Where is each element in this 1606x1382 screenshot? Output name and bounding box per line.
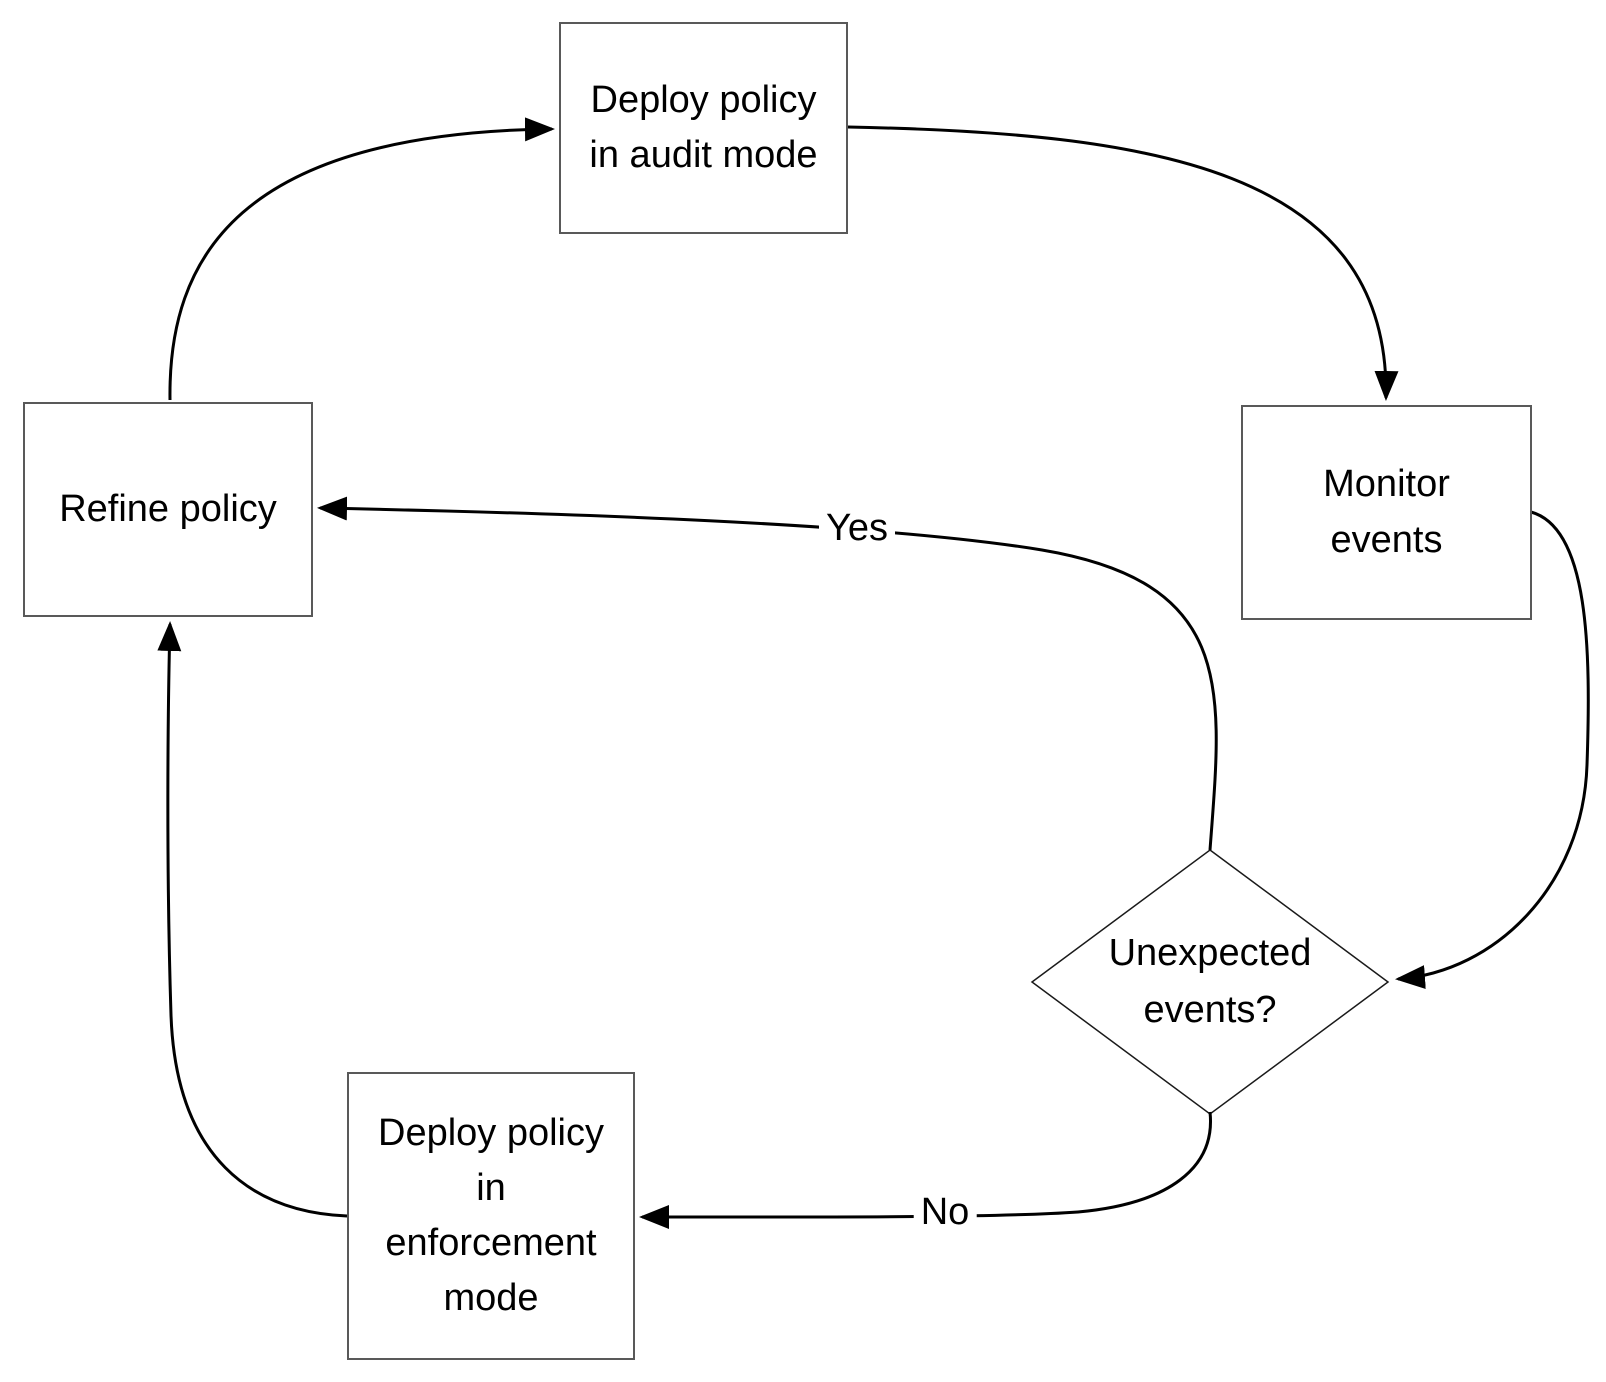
node-deploy-policy-audit-mode-label: Deploy policy in audit mode — [589, 78, 818, 176]
node-refine-policy: Refine policy — [23, 402, 313, 617]
node-deploy-policy-audit-mode: Deploy policy in audit mode — [559, 22, 848, 234]
node-monitor-events-label: Monitor events — [1323, 463, 1450, 561]
node-unexpected-events-decision: Unexpected events? — [1055, 900, 1365, 1064]
node-unexpected-events-decision-label: Unexpected events? — [1108, 932, 1312, 1031]
edge-decision-no-to-enforce-path — [639, 1111, 1212, 1230]
node-deploy-policy-enforcement-mode-label: Deploy policy in enforcement mode — [378, 1111, 604, 1320]
edge-refine-to-audit-path — [168, 117, 555, 401]
edge-decision-yes-to-refine-path — [317, 496, 1218, 851]
edge-label-yes: Yes — [819, 507, 895, 551]
edge-monitor-to-decision-path — [1395, 510, 1590, 990]
node-monitor-events: Monitor events — [1241, 405, 1532, 620]
node-deploy-policy-enforcement-mode: Deploy policy in enforcement mode — [347, 1072, 635, 1360]
node-refine-policy-label: Refine policy — [59, 487, 277, 530]
edge-enforce-to-refine-path — [157, 621, 348, 1218]
edge-audit-to-monitor-path — [847, 125, 1399, 401]
edge-label-no: No — [913, 1191, 977, 1235]
